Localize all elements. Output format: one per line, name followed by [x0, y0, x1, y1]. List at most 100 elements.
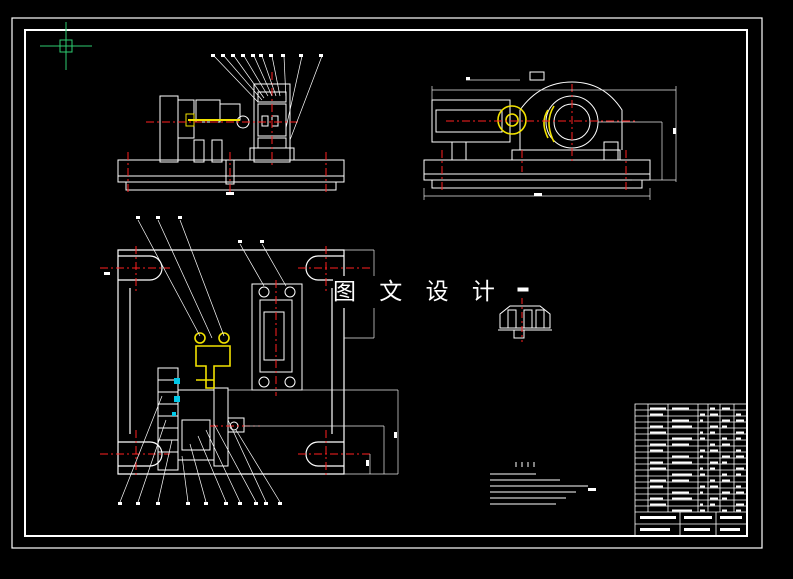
title-block-footer-mark: [720, 516, 742, 519]
title-block-cell-mark: [700, 419, 703, 422]
drawing-frame: [24, 29, 748, 537]
title-block-cell-mark: [722, 425, 727, 428]
title-block-cell-mark: [650, 443, 666, 446]
plan-view-yellow-linkage: [194, 332, 231, 389]
title-block-cell-mark: [650, 461, 663, 464]
title-block-cell-mark: [710, 443, 715, 446]
title-block-cell-mark: [672, 443, 689, 446]
plan-view-cyan-pins: [172, 378, 180, 416]
title-block-cell-mark: [710, 431, 715, 434]
title-block-cell-mark: [722, 455, 730, 458]
title-block-cell-mark: [700, 449, 705, 452]
title-block-cell-mark: [650, 449, 663, 452]
title-block-cell-mark: [700, 413, 705, 416]
title-block-cell-mark: [722, 443, 730, 446]
title-block-footer-mark: [720, 528, 740, 531]
title-block-cell-mark: [650, 407, 666, 410]
title-block-cell-mark: [722, 473, 727, 476]
title-block-cell-mark: [736, 437, 741, 440]
plan-view-leaders: [119, 219, 287, 503]
title-block-cell-mark: [700, 491, 703, 494]
title-block-cell-mark: [710, 449, 718, 452]
title-block-cell-mark: [736, 467, 744, 470]
title-block-cell-mark: [722, 509, 727, 512]
title-block-cell-mark: [672, 509, 692, 512]
side-view-centerlines: [441, 84, 636, 190]
title-block-cell-mark: [650, 431, 666, 434]
plan-view-parts: [157, 283, 303, 471]
front-view-balloons: [211, 54, 323, 195]
title-block-cell-mark: [710, 407, 715, 410]
title-block-cell-mark: [672, 437, 692, 440]
title-block-cell-mark: [722, 479, 730, 482]
title-block-cell-mark: [736, 491, 744, 494]
title-block-cell-mark: [710, 497, 718, 500]
title-block-cell-mark: [672, 419, 689, 422]
title-block-cell-mark: [722, 461, 727, 464]
title-block-cell-mark: [672, 473, 692, 476]
title-block-cell-mark: [710, 503, 715, 506]
title-block-cell-mark: [736, 413, 741, 416]
watermark-text: 图 文 设 计: [333, 276, 495, 308]
title-block-cell-mark: [736, 431, 744, 434]
title-block-footer-mark: [640, 528, 670, 531]
title-block-cell-mark: [710, 485, 718, 488]
plan-view-base: [117, 249, 345, 475]
title-block-cell-mark: [650, 479, 666, 482]
front-view: [117, 83, 345, 191]
title-block: [634, 403, 748, 537]
title-block-cell-mark: [736, 473, 741, 476]
title-block-cell-mark: [736, 503, 744, 506]
title-block-cell-mark: [672, 497, 692, 500]
title-block-cell-mark: [650, 503, 666, 506]
title-block-cell-mark: [736, 485, 741, 488]
title-block-cell-mark: [650, 413, 663, 416]
title-block-cell-mark: [700, 503, 703, 506]
title-block-footer-mark: [640, 516, 676, 519]
title-block-cell-mark: [722, 491, 730, 494]
side-view-balloons: [466, 77, 676, 196]
title-block-cell-mark: [672, 425, 692, 428]
front-view-centerlines: [127, 72, 327, 192]
title-block-cell-mark: [736, 419, 744, 422]
title-block-cell-mark: [710, 461, 718, 464]
title-block-cell-mark: [736, 509, 741, 512]
detail-view: [498, 287, 552, 339]
plan-view-balloons: [104, 216, 397, 505]
title-block-cell-mark: [710, 479, 715, 482]
title-block-cell-mark: [700, 467, 703, 470]
title-block-cell-mark: [650, 425, 663, 428]
title-block-cell-mark: [700, 431, 703, 434]
plan-view-centerlines: [100, 246, 370, 478]
title-block-cell-mark: [672, 407, 689, 410]
title-block-cell-mark: [722, 407, 730, 410]
title-block-cell-mark: [700, 509, 705, 512]
title-block-footer-mark: [684, 516, 712, 519]
title-block-cell-mark: [672, 491, 689, 494]
title-block-cell-mark: [736, 455, 744, 458]
title-block-cell-mark: [710, 413, 718, 416]
title-block-cell-mark: [650, 467, 666, 470]
technical-notes: [490, 462, 596, 505]
title-block-cell-mark: [672, 479, 689, 482]
title-block-cell-mark: [700, 437, 705, 440]
side-view-dimensions: [423, 79, 677, 200]
side-view-yellow-part: [497, 105, 555, 143]
title-block-cell-mark: [650, 497, 663, 500]
title-block-cell-mark: [700, 473, 705, 476]
side-view: [423, 71, 651, 189]
front-view-leaders: [213, 55, 323, 141]
title-block-footer-mark: [684, 528, 710, 531]
title-block-cell-mark: [722, 437, 727, 440]
title-block-cell-mark: [736, 449, 741, 452]
title-block-cell-mark: [710, 467, 715, 470]
title-block-cell-mark: [700, 455, 703, 458]
title-block-cell-mark: [672, 455, 689, 458]
title-block-cell-text: [640, 407, 744, 531]
title-block-cell-mark: [650, 485, 663, 488]
title-block-cell-mark: [722, 497, 727, 500]
title-block-cell-mark: [672, 461, 692, 464]
title-block-cell-mark: [710, 425, 718, 428]
crosshair-cursor-icon: [40, 22, 92, 70]
